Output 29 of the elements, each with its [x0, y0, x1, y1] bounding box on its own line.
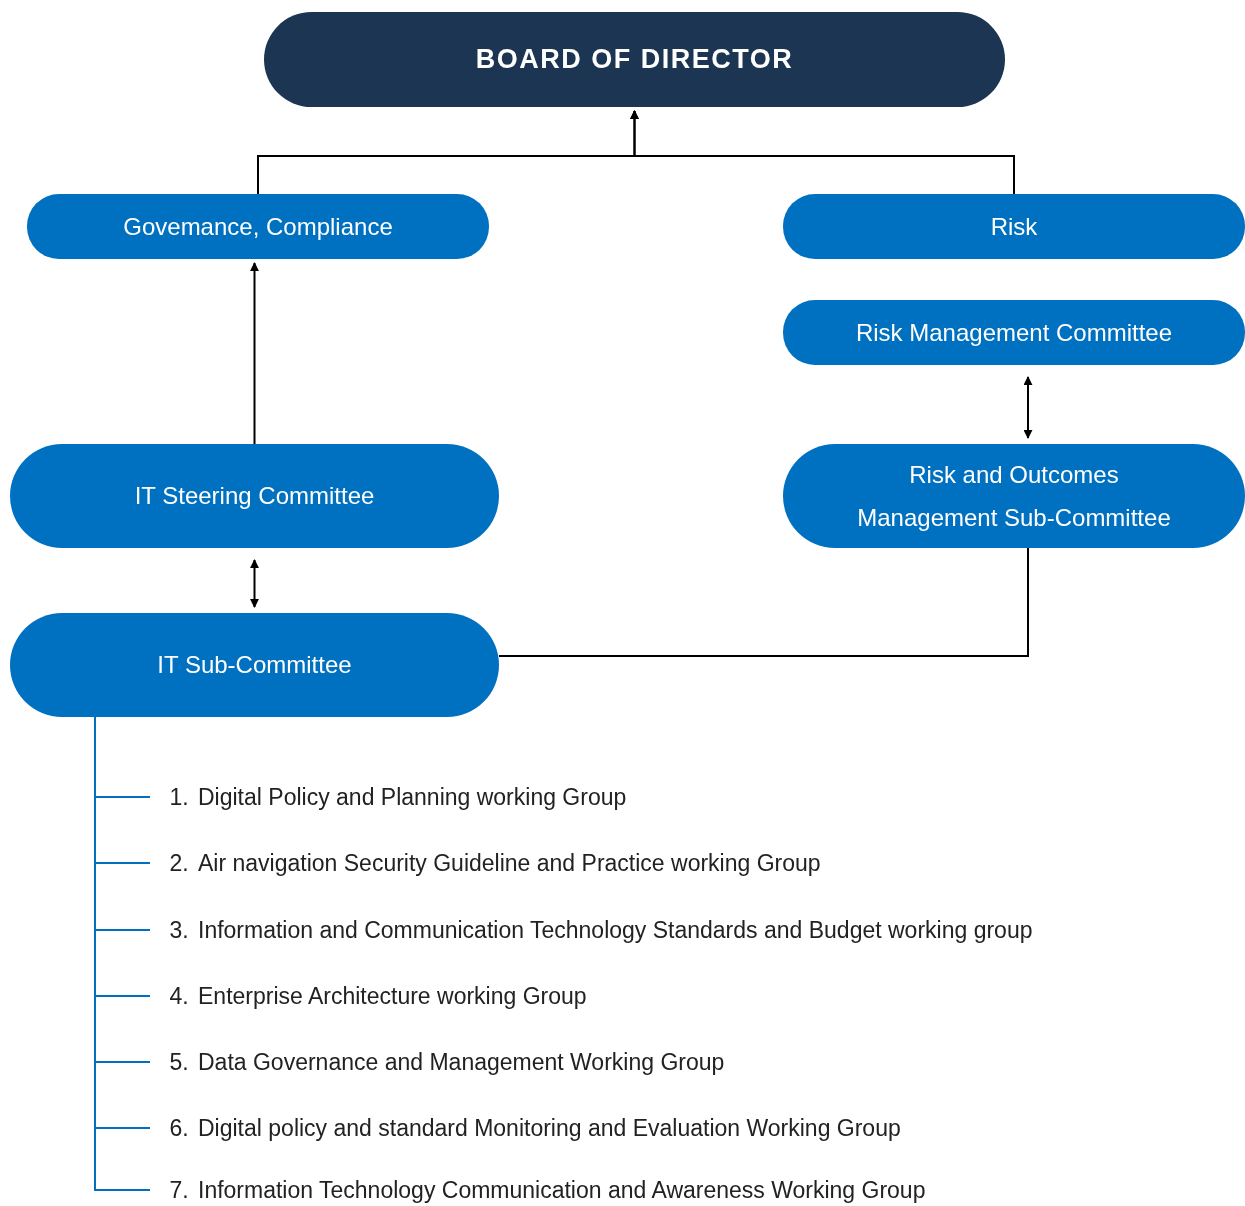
list-number: 1. [168, 783, 190, 811]
list-number: 7. [168, 1176, 190, 1204]
node-label: IT Sub-Committee [156, 650, 353, 681]
list-number: 4. [168, 982, 190, 1010]
list-item-text: Information Technology Communication and Awareness Working Group [198, 1176, 926, 1204]
list-item-text: Digital policy and standard Monitoring and Evaluation Working Group [198, 1114, 901, 1142]
node-label: Risk Management Committee [854, 317, 1174, 348]
connector-line [498, 547, 1029, 657]
committee-box [783, 194, 1245, 259]
node-label: BOARD OF DIRECTOR [474, 44, 795, 75]
arrow [630, 110, 1015, 195]
list-item-text: Data Governance and Management Working Group [198, 1048, 725, 1076]
list-item-text: Air navigation Security Guideline and Practice working Group [198, 849, 821, 877]
committee-box [783, 444, 1245, 548]
list-number: 3. [168, 916, 190, 944]
node-label: Risk [989, 211, 1039, 242]
list-item-text: Enterprise Architecture working Group [198, 982, 587, 1010]
arrow [250, 559, 259, 608]
node-label: IT Steering Committee [133, 481, 376, 512]
list-number: 5. [168, 1048, 190, 1076]
arrow [250, 262, 259, 445]
committee-box [783, 300, 1245, 365]
list-item-text: Digital Policy and Planning working Group [198, 783, 627, 811]
list-item-text: Information and Communication Technology Standards and Budget working group [198, 916, 1033, 944]
node-label: Risk and Outcomes Management Sub-Committee [856, 459, 1172, 533]
list-number: 6. [168, 1114, 190, 1142]
list-number: 2. [168, 849, 190, 877]
arrow [1023, 376, 1033, 439]
node-label: Govemance, Compliance [122, 211, 394, 242]
